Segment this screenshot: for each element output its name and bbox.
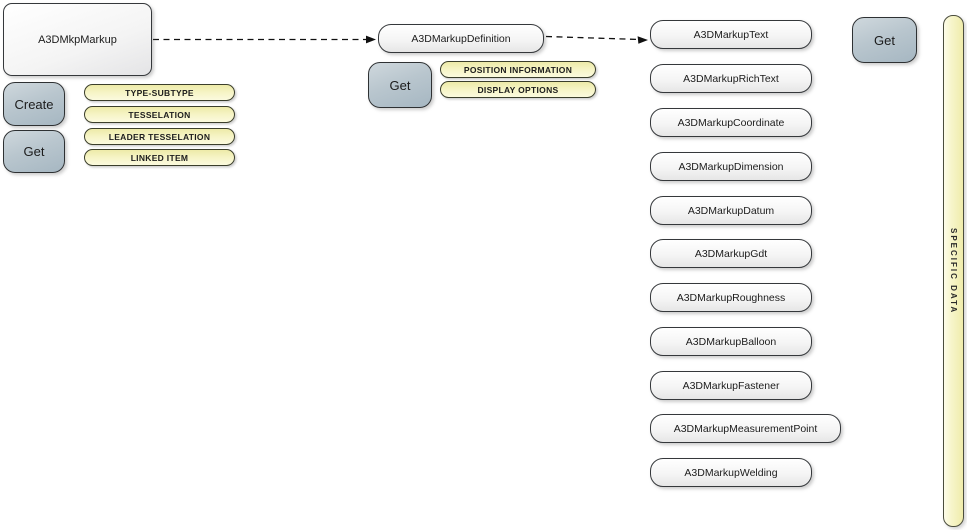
node-a3dmarkuprichtext: A3DMarkupRichText [650,64,812,93]
arrowhead-definition [366,35,376,44]
pill-position-information: POSITION INFORMATION [440,61,596,78]
pill-linked-item: LINKED ITEM [84,149,235,166]
node-a3dmarkupwelding: A3DMarkupWelding [650,458,812,487]
node-a3dmarkuptext: A3DMarkupText [650,20,812,49]
arrowhead-types [637,36,648,44]
get-markup-button: Get [3,130,65,173]
node-a3dmarkupdimension: A3DMarkupDimension [650,152,812,181]
pill-tesselation: TESSELATION [84,106,235,123]
connector-definition-to-types [545,35,638,41]
pill-leader-tesselation: LEADER TESSELATION [84,128,235,145]
node-a3dmarkupmeasurementpoint: A3DMarkupMeasurementPoint [650,414,841,443]
node-a3dmkpmarkup: A3DMkpMarkup [3,3,152,76]
specific-data-bar: SPECIFIC DATA [943,15,964,527]
node-a3dmarkupdefinition: A3DMarkupDefinition [378,24,544,53]
node-a3dmarkupfastener: A3DMarkupFastener [650,371,812,400]
pill-display-options: DISPLAY OPTIONS [440,81,596,98]
create-button: Create [3,82,65,126]
get-definition-button: Get [368,62,432,108]
node-a3dmarkupgdt: A3DMarkupGdt [650,239,812,268]
pill-type-subtype: TYPE-SUBTYPE [84,84,235,101]
node-a3dmarkupcoordinate: A3DMarkupCoordinate [650,108,812,137]
node-a3dmarkupdatum: A3DMarkupDatum [650,196,812,225]
node-a3dmarkupballoon: A3DMarkupBalloon [650,327,812,356]
node-a3dmarkuproughness: A3DMarkupRoughness [650,283,812,312]
get-specific-data-button: Get [852,17,917,63]
